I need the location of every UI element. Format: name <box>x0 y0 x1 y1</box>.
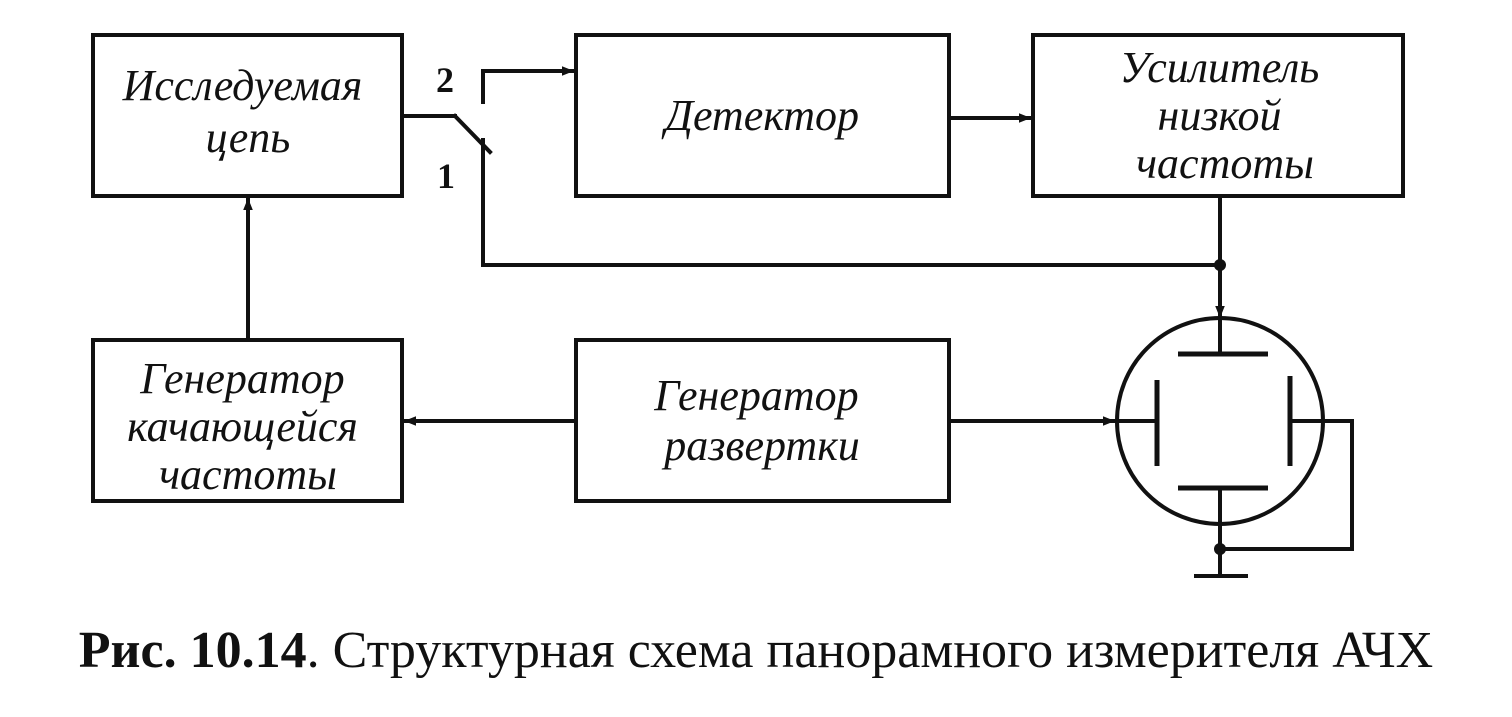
block-circuit-under-test-line-2: цепь <box>206 113 291 162</box>
block-circuit-under-test-line-1: Исследуемая <box>122 61 363 110</box>
wire-switch-pos1-to-crt <box>481 138 1222 267</box>
block-scan-generator-line-1: Генератор <box>653 371 858 420</box>
block-scan-generator: Генератор развертки <box>574 338 951 503</box>
block-sweep-generator-line-2: качающейся <box>127 402 358 451</box>
crt-right-lead <box>1218 419 1354 551</box>
block-lf-amplifier-line-3: частоты <box>1136 139 1314 188</box>
block-lf-amplifier-line-1: Усилитель <box>1120 43 1320 92</box>
svg-text:Усилитель низкой ч: Усилитель низкой частоты <box>1120 43 1331 188</box>
switch-position-1-label: 1 <box>437 156 455 196</box>
block-sweep-generator-line-1: Генератор <box>139 354 344 403</box>
switch-position-2-label: 2 <box>436 60 454 100</box>
svg-text:Генератор качающейся: Генератор качающейся частоты <box>127 354 369 499</box>
block-detector-line-1: Детектор <box>661 91 859 140</box>
block-sweep-generator-line-3: частоты <box>159 450 337 499</box>
block-lf-amplifier-line-2: низкой <box>1158 91 1282 140</box>
block-circuit-under-test: Исследуемая цепь <box>91 33 404 198</box>
figure-caption: Рис. 10.14. Структурная схема панорамног… <box>0 622 1512 679</box>
block-detector: Детектор <box>574 33 951 198</box>
block-scan-generator-line-2: развертки <box>661 421 860 470</box>
svg-text:Детектор: Детектор <box>661 91 859 140</box>
switch: 2 1 <box>400 60 493 196</box>
figure-number: Рис. 10.14 <box>78 622 307 679</box>
svg-text:Исследуемая цепь: Исследуемая цепь <box>122 61 374 162</box>
junction-amplifier-output <box>1214 259 1226 271</box>
junction-ground <box>1214 543 1226 555</box>
figure-caption-text: . Структурная схема панорамного измерите… <box>306 622 1434 679</box>
block-lf-amplifier: Усилитель низкой частоты <box>1031 33 1405 198</box>
crt-tube-symbol <box>1115 316 1354 578</box>
block-sweep-generator: Генератор качающейся частоты <box>91 338 404 503</box>
svg-text:Генератор развертки: Генератор развертки <box>653 371 869 470</box>
wire-switch-pos2-to-detector <box>481 66 576 104</box>
